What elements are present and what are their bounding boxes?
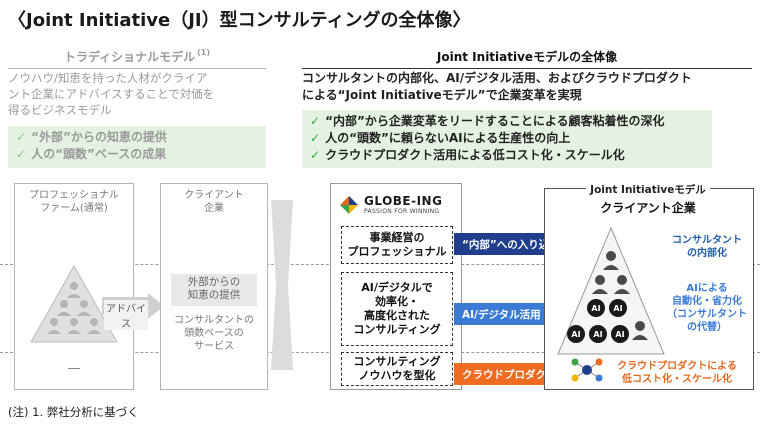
check-text: クラウドプロダクト活用による低コスト化・スケール化: [325, 148, 625, 162]
footnote: (注) 1. 弊社分析に基づく: [8, 405, 139, 419]
note-line: 自動化・省力化: [672, 296, 742, 307]
cloud-cost-note: クラウドプロダクトによる 低コスト化・スケール化: [606, 360, 748, 386]
business-pro-box: 事業経営の プロフェッショナル: [341, 226, 453, 264]
logo-name: GLOBE-ING: [364, 194, 443, 208]
check-item: ✓ 人の“頭数”ベースの成果: [16, 146, 258, 163]
note-line: の内部化: [687, 248, 727, 259]
external-box-line: 外部からの: [187, 276, 241, 288]
ji-client-title-line1: Joint Initiativeモデル: [586, 182, 710, 197]
transition-chevron-icon: [271, 200, 293, 370]
box-line: コンサルティング: [353, 355, 441, 368]
ji-model-heading: Joint Initiativeモデルの全体像: [302, 48, 752, 69]
firm-dash: ―: [68, 361, 80, 375]
ai-circle-label: AI: [571, 330, 580, 339]
check-text: 人の“頭数”ベースの成果: [31, 147, 167, 161]
note-line: の代替）: [687, 322, 727, 333]
check-icon: ✓: [310, 114, 321, 128]
box-line: AI/デジタルで: [361, 281, 433, 294]
advice-label: アドバイス: [104, 300, 148, 330]
ai-circle-label: AI: [613, 304, 622, 313]
ai-automation-note: AIによる 自動化・省力化 （コンサルタント の代替）: [666, 282, 748, 334]
ai-circle-label: AI: [615, 330, 624, 339]
check-item: ✓ クラウドプロダクト活用による低コスト化・スケール化: [310, 147, 704, 164]
note-line: 低コスト化・スケール化: [622, 374, 732, 385]
traditional-desc-line: 得るビジネスモデル: [8, 103, 112, 117]
ai-pyramid-icon: AI AI AI AI AI: [557, 226, 665, 355]
ji-client-panel: [544, 188, 754, 390]
ai-circle-labels: AI AI AI AI AI: [571, 304, 624, 339]
box-line: ノウハウを型化: [358, 369, 436, 382]
box-line: 事業経営の: [369, 231, 425, 244]
ji-client-title-line2: クライアント企業: [600, 201, 696, 215]
client-label-line: クライアント: [184, 190, 244, 201]
check-item: ✓ “内部”から企業変革をリードすることによる顧客粘着性の深化: [310, 113, 704, 130]
note-line: AIによる: [686, 283, 728, 294]
firm-panel: プロフェッショナル ファーム(通常) ―: [14, 183, 134, 390]
globe-ing-logo: GLOBE-ING PASSION FOR WINNING: [339, 194, 442, 215]
check-text: 人の“頭数”に頼らないAIによる生産性の向上: [325, 131, 571, 145]
external-knowledge-box: 外部からの 知恵の提供: [171, 274, 257, 306]
box-line: コンサルティング: [353, 323, 441, 336]
note-line: （コンサルタント: [667, 309, 747, 320]
cloud-network-icon: [571, 358, 603, 382]
ji-desc-line: コンサルタントの内部化、AI/デジタル活用、およびクラウドプロダクト: [302, 71, 692, 85]
traditional-description: ノウハウ/知恵を持った人材がクライア ント企業にアドバイスすることで対価を 得る…: [8, 70, 266, 118]
service-label-line: サービス: [194, 341, 234, 352]
note-line: クラウドプロダクトによる: [617, 361, 737, 372]
box-line: 高度化された: [364, 309, 430, 322]
traditional-desc-line: ント企業にアドバイスすることで対価を: [8, 87, 215, 101]
traditional-model-heading-text: トラディショナルモデル: [63, 50, 196, 64]
traditional-model-heading: トラディショナルモデル(1): [8, 48, 266, 69]
internalization-note: コンサルタント の内部化: [668, 234, 746, 260]
check-icon: ✓: [310, 131, 321, 145]
globe-logo-icon: [340, 195, 358, 214]
firm-label: プロフェッショナル ファーム(通常): [15, 189, 133, 215]
check-icon: ✓: [310, 148, 321, 162]
ai-circle-label: AI: [591, 304, 600, 313]
check-icon: ✓: [16, 147, 27, 161]
client-panel: クライアント 企業 外部からの 知恵の提供 コンサルタントの 頭数ベースの サー…: [160, 183, 268, 390]
firm-label-line: ファーム(通常): [40, 203, 108, 214]
check-text: “内部”から企業変革をリードすることによる顧客粘着性の深化: [325, 114, 665, 128]
ji-description: コンサルタントの内部化、AI/デジタル活用、およびクラウドプロダクト による“J…: [302, 70, 752, 104]
ai-circle-label: AI: [593, 330, 602, 339]
heading-footnote-ref: (1): [197, 48, 211, 57]
cloud-arrow-label: クラウドプロダクト: [462, 368, 557, 381]
traditional-checklist: ✓ “外部”からの知恵の提供 ✓ 人の“頭数”ベースの成果: [8, 126, 266, 168]
ai-arrow-label: AI/デジタル活用: [462, 308, 541, 321]
box-line: 効率化・: [375, 295, 419, 308]
globe-ing-panel: GLOBE-ING PASSION FOR WINNING 事業経営の プロフェ…: [330, 183, 462, 390]
check-item: ✓ “外部”からの知恵の提供: [16, 129, 258, 146]
firm-label-line: プロフェッショナル: [29, 190, 119, 201]
ji-checklist: ✓ “内部”から企業変革をリードすることによる顧客粘着性の深化 ✓ 人の“頭数”に頼…: [302, 110, 712, 168]
client-label: クライアント 企業: [161, 189, 267, 215]
knowhow-box: コンサルティング ノウハウを型化: [341, 352, 453, 386]
traditional-desc-line: ノウハウ/知恵を持った人材がクライア: [8, 71, 208, 85]
logo-tagline: PASSION FOR WINNING: [364, 208, 440, 215]
ji-client-title: Joint Initiativeモデル クライアント企業: [544, 178, 752, 216]
ji-desc-line: による“Joint Initiativeモデル”で企業変革を実現: [302, 88, 582, 102]
check-text: “外部”からの知恵の提供: [31, 130, 167, 144]
client-label-line: 企業: [204, 203, 224, 214]
check-icon: ✓: [16, 130, 27, 144]
service-label-line: コンサルタントの: [174, 315, 254, 326]
internal-arrow-label: “内部”への入り込み: [462, 238, 560, 251]
headcount-service-label: コンサルタントの 頭数ベースの サービス: [161, 314, 267, 353]
page-title: 〈Joint Initiative（JI）型コンサルティングの全体像〉: [8, 10, 471, 31]
box-line: プロフェッショナル: [347, 245, 447, 258]
service-label-line: 頭数ベースの: [184, 328, 244, 339]
note-line: コンサルタント: [672, 235, 742, 246]
ai-consulting-box: AI/デジタルで 効率化・ 高度化された コンサルティング: [341, 272, 453, 346]
external-box-line: 知恵の提供: [187, 289, 241, 301]
check-item: ✓ 人の“頭数”に頼らないAIによる生産性の向上: [310, 130, 704, 147]
consultant-pyramid-icon: [30, 264, 118, 343]
